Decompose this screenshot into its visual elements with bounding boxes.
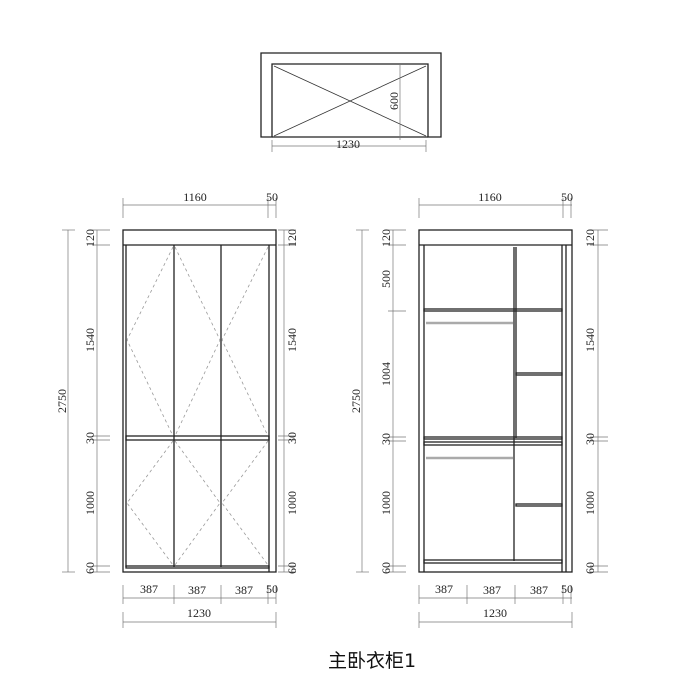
dim-label: 500 <box>379 270 393 288</box>
dim-label: 2750 <box>349 389 363 413</box>
dim-label: 1160 <box>183 190 207 204</box>
dim-label: 1230 <box>187 606 211 620</box>
dim-label: 387 <box>483 583 501 597</box>
dim-label: 1000 <box>379 491 393 515</box>
dim-label: 30 <box>285 432 299 444</box>
dim-label: 50 <box>266 190 278 204</box>
dim-label: 1540 <box>583 328 597 352</box>
dim-label: 1230 <box>483 606 507 620</box>
drawing-title: 主卧衣柜1 <box>328 650 416 672</box>
dim-label: 120 <box>583 229 597 247</box>
dim-label: 120 <box>285 229 299 247</box>
interior-dimensions: 1160 50 2750 120 500 1004 30 1000 60 120… <box>349 190 608 628</box>
dim-label: 120 <box>379 229 393 247</box>
plan-width-label: 1230 <box>336 137 360 151</box>
dim-label: 60 <box>583 562 597 574</box>
dim-label: 387 <box>530 583 548 597</box>
dim-label: 1000 <box>583 491 597 515</box>
dim-label: 1160 <box>478 190 502 204</box>
dim-label: 30 <box>379 433 393 445</box>
interior-elevation <box>418 229 573 573</box>
plan-depth-label: 600 <box>387 92 401 110</box>
dim-label: 1000 <box>285 491 299 515</box>
front-elevation <box>122 229 277 573</box>
dim-label: 50 <box>266 582 278 596</box>
dim-label: 1004 <box>379 362 393 386</box>
dim-label: 387 <box>235 583 253 597</box>
dim-label: 387 <box>188 583 206 597</box>
dim-label: 50 <box>561 190 573 204</box>
dim-label: 120 <box>83 229 97 247</box>
plan-view: 600 1230 <box>260 52 442 152</box>
dim-label: 30 <box>583 433 597 445</box>
dim-label: 2750 <box>55 389 69 413</box>
dim-label: 60 <box>83 562 97 574</box>
dim-label: 1540 <box>83 328 97 352</box>
dim-label: 387 <box>140 582 158 596</box>
dim-label: 60 <box>379 562 393 574</box>
dim-label: 387 <box>435 582 453 596</box>
dim-label: 1000 <box>83 491 97 515</box>
front-dimensions: 1160 50 2750 120 1540 30 1000 60 120 154… <box>55 190 299 628</box>
dim-label: 30 <box>83 432 97 444</box>
dim-label: 50 <box>561 582 573 596</box>
dim-label: 1540 <box>285 328 299 352</box>
dim-label: 60 <box>285 562 299 574</box>
